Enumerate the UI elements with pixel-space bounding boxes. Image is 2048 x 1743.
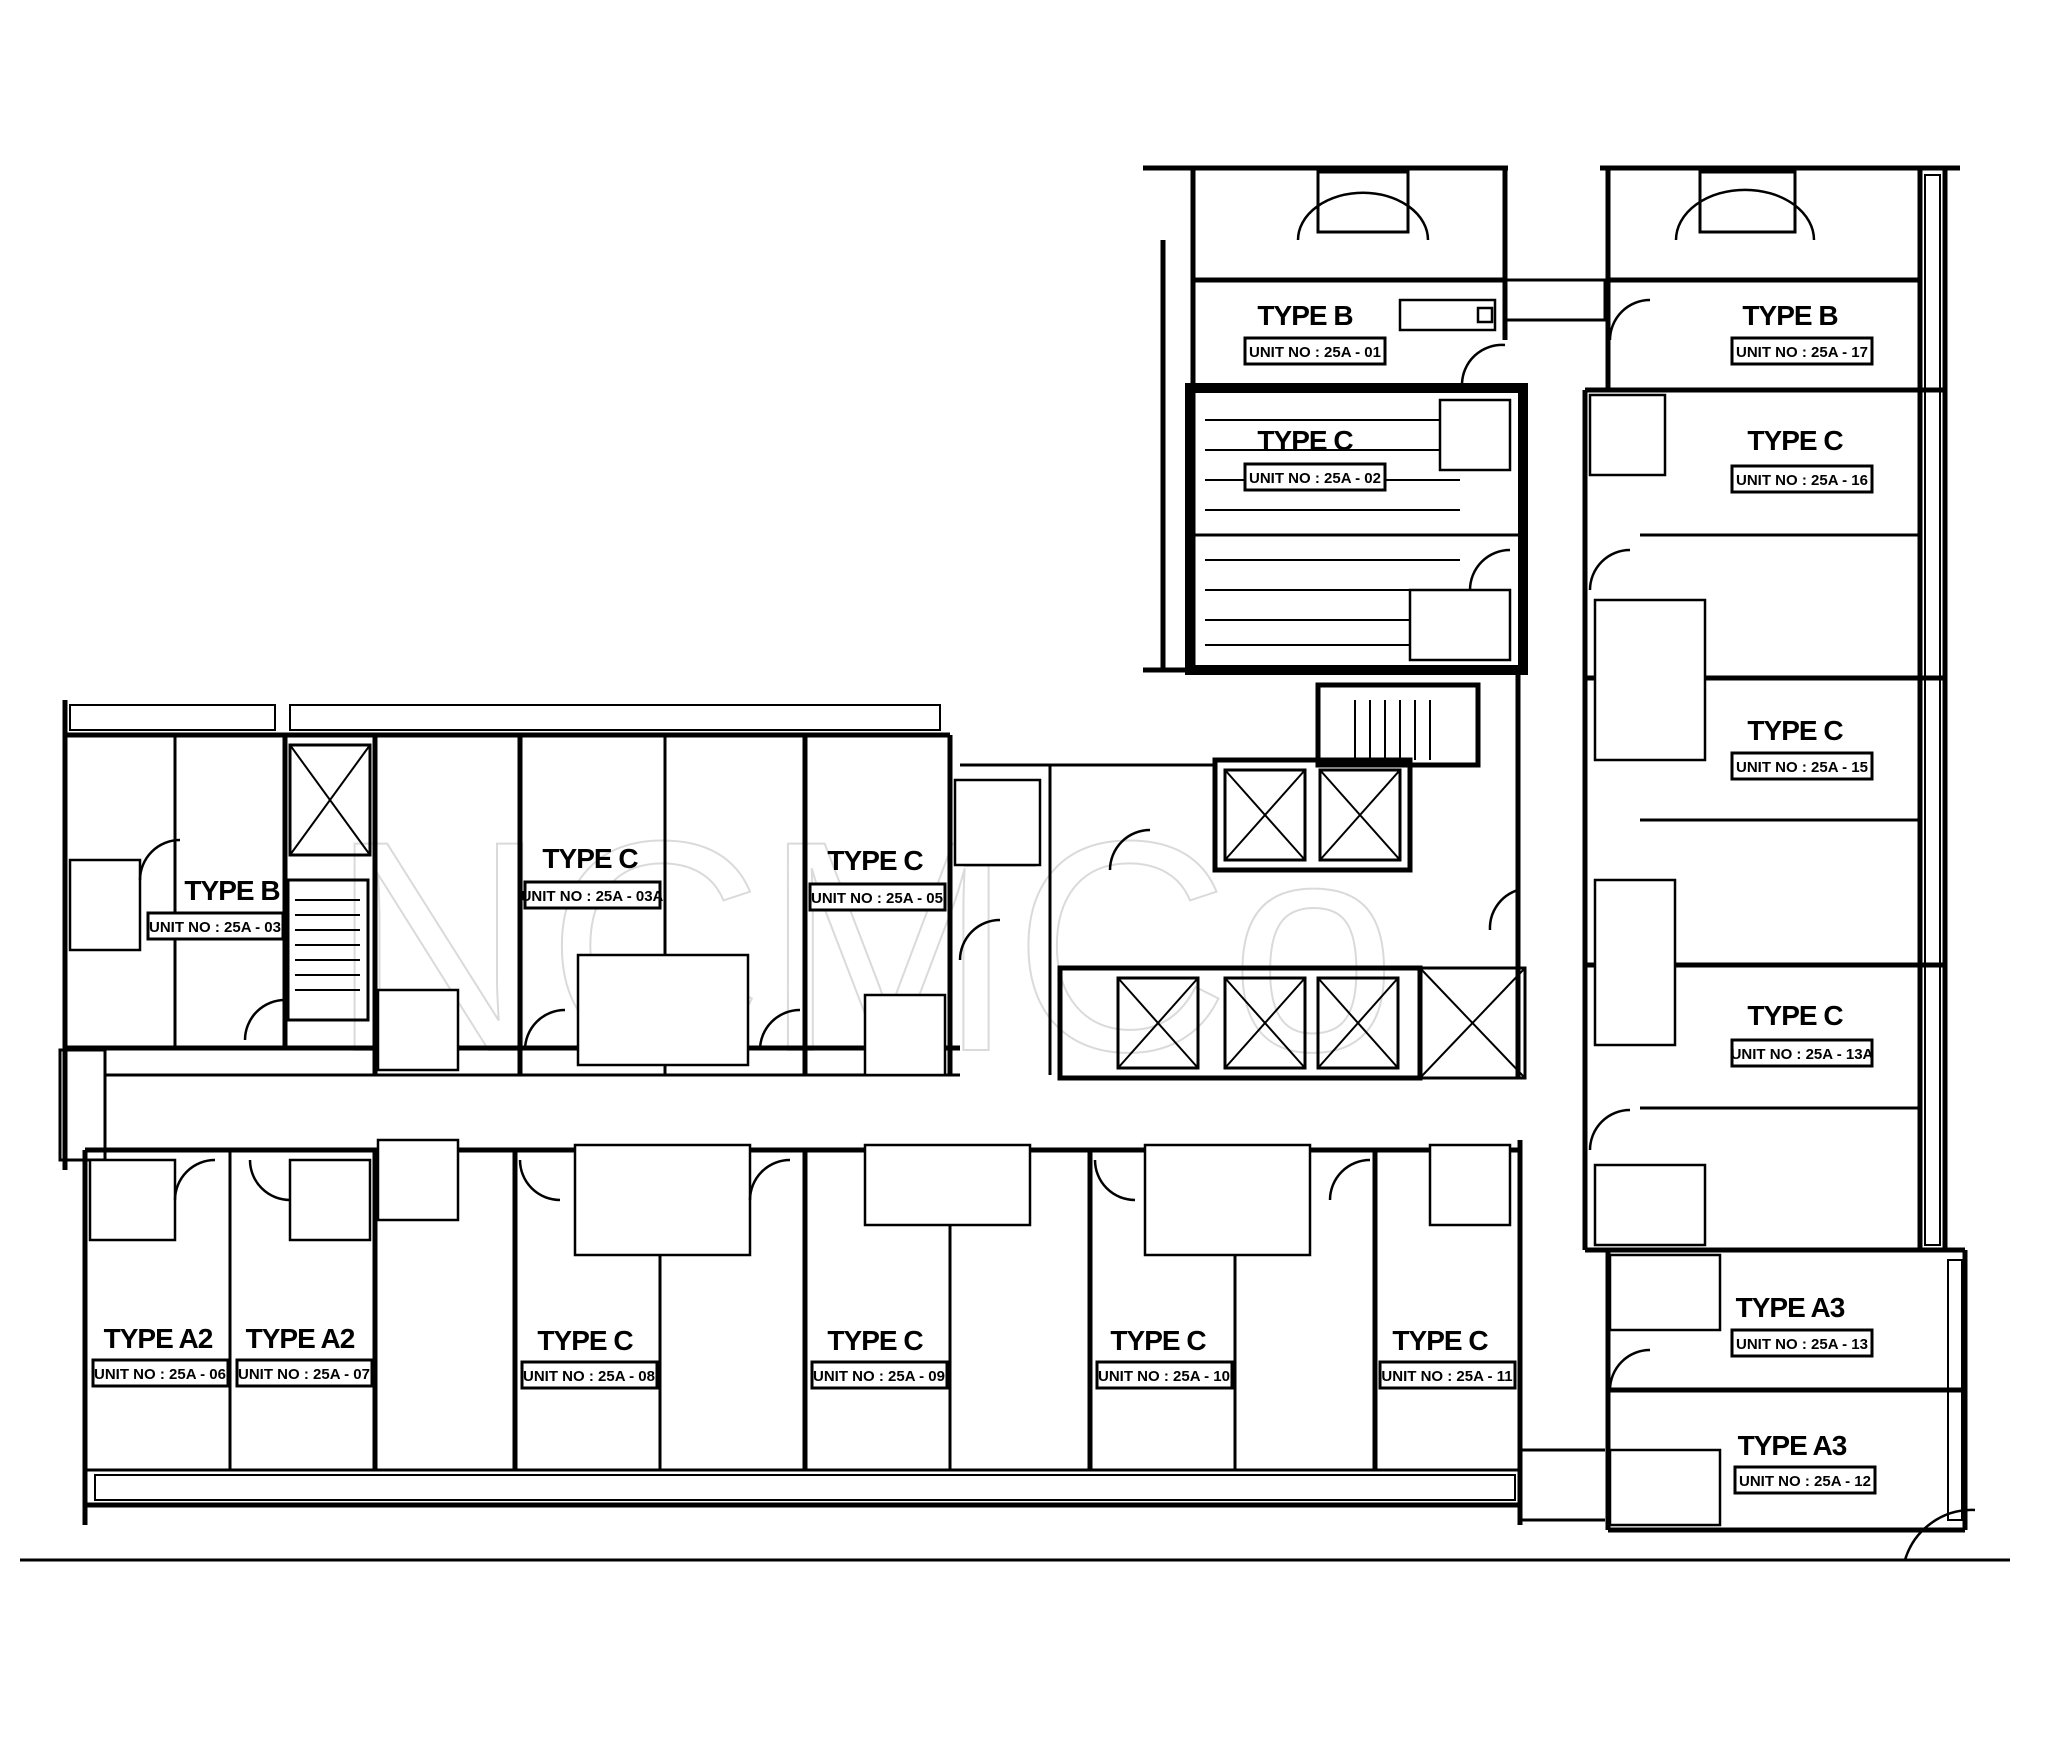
unit-u6[interactable]: TYPE C UNIT NO : 25A - 13A [1730, 1000, 1874, 1068]
svg-text:TYPE C: TYPE C [1257, 425, 1353, 456]
unit-u17[interactable]: TYPE C UNIT NO : 25A - 11 [1378, 1325, 1517, 1390]
unit-labels: TYPE B UNIT NO : 25A - 01 TYPE B UNIT NO… [91, 300, 1877, 1495]
svg-text:UNIT NO : 25A - 03A: UNIT NO : 25A - 03A [521, 888, 664, 905]
unit-u8[interactable]: TYPE C UNIT NO : 25A - 03A [521, 843, 664, 910]
svg-text:UNIT NO : 25A - 15: UNIT NO : 25A - 15 [1736, 759, 1868, 776]
unit-u9[interactable]: TYPE C UNIT NO : 25A - 05 [808, 845, 947, 912]
svg-text:TYPE A3: TYPE A3 [1738, 1430, 1847, 1461]
svg-text:UNIT NO : 25A - 01: UNIT NO : 25A - 01 [1249, 344, 1381, 361]
stair-icon [1354, 700, 1431, 760]
svg-text:TYPE C: TYPE C [542, 843, 638, 874]
svg-text:UNIT NO : 25A - 10: UNIT NO : 25A - 10 [1098, 1368, 1230, 1385]
svg-text:UNIT NO : 25A - 13: UNIT NO : 25A - 13 [1736, 1336, 1868, 1353]
svg-text:TYPE C: TYPE C [827, 845, 923, 876]
svg-text:UNIT NO : 25A - 06: UNIT NO : 25A - 06 [94, 1366, 226, 1383]
svg-text:TYPE A2: TYPE A2 [246, 1323, 355, 1354]
svg-text:TYPE A2: TYPE A2 [104, 1323, 213, 1354]
unit-u5[interactable]: TYPE C UNIT NO : 25A - 15 [1730, 715, 1874, 781]
unit-highlight-25a-02[interactable] [1185, 383, 1528, 675]
unit-u15[interactable]: TYPE C UNIT NO : 25A - 09 [810, 1325, 949, 1390]
svg-text:UNIT NO : 25A - 08: UNIT NO : 25A - 08 [523, 1368, 655, 1385]
unit-u7[interactable]: TYPE B UNIT NO : 25A - 03 [146, 875, 285, 941]
svg-text:UNIT NO : 25A - 05: UNIT NO : 25A - 05 [811, 890, 943, 907]
svg-text:TYPE C: TYPE C [1392, 1325, 1488, 1356]
unit-u10[interactable]: TYPE A3 UNIT NO : 25A - 13 [1730, 1292, 1874, 1358]
north-wing-right [1503, 165, 1960, 1250]
svg-text:TYPE B: TYPE B [1742, 300, 1837, 331]
unit-u12[interactable]: TYPE A2 UNIT NO : 25A - 06 [91, 1323, 230, 1388]
svg-text:UNIT NO : 25A - 02: UNIT NO : 25A - 02 [1249, 470, 1381, 487]
south-wing [20, 1138, 2010, 1562]
unit-u2[interactable]: TYPE B UNIT NO : 25A - 17 [1730, 300, 1874, 366]
svg-text:UNIT NO : 25A - 16: UNIT NO : 25A - 16 [1736, 472, 1868, 489]
west-wing-north [62, 700, 1042, 1170]
svg-text:TYPE C: TYPE C [1110, 1325, 1206, 1356]
svg-text:UNIT NO : 25A - 03: UNIT NO : 25A - 03 [149, 919, 281, 936]
svg-text:TYPE B: TYPE B [184, 875, 279, 906]
svg-text:UNIT NO : 25A - 13A: UNIT NO : 25A - 13A [1731, 1046, 1874, 1063]
svg-text:UNIT NO : 25A - 12: UNIT NO : 25A - 12 [1739, 1473, 1871, 1490]
unit-u14[interactable]: TYPE C UNIT NO : 25A - 08 [520, 1325, 659, 1390]
east-wing [1582, 174, 1968, 1533]
unit-u11[interactable]: TYPE A3 UNIT NO : 25A - 12 [1733, 1430, 1877, 1495]
svg-text:UNIT NO : 25A - 11: UNIT NO : 25A - 11 [1381, 1368, 1512, 1385]
svg-text:TYPE C: TYPE C [1747, 715, 1843, 746]
unit-u13[interactable]: TYPE A2 UNIT NO : 25A - 07 [235, 1323, 374, 1388]
unit-u3[interactable]: TYPE C UNIT NO : 25A - 02 [1243, 425, 1387, 492]
unit-u1[interactable]: TYPE B UNIT NO : 25A - 01 [1243, 300, 1387, 366]
svg-text:TYPE C: TYPE C [1747, 1000, 1843, 1031]
svg-text:TYPE C: TYPE C [1747, 425, 1843, 456]
svg-text:TYPE C: TYPE C [827, 1325, 923, 1356]
unit-u4[interactable]: TYPE C UNIT NO : 25A - 16 [1730, 425, 1874, 494]
unit-u16[interactable]: TYPE C UNIT NO : 25A - 10 [1095, 1325, 1234, 1390]
watermark: NCMCo [330, 778, 1397, 1114]
svg-text:TYPE A3: TYPE A3 [1736, 1292, 1845, 1323]
svg-text:UNIT NO : 25A - 17: UNIT NO : 25A - 17 [1736, 344, 1868, 361]
svg-text:TYPE B: TYPE B [1257, 300, 1352, 331]
svg-text:UNIT NO : 25A - 07: UNIT NO : 25A - 07 [238, 1366, 370, 1383]
svg-text:UNIT NO : 25A - 09: UNIT NO : 25A - 09 [813, 1368, 945, 1385]
svg-text:TYPE C: TYPE C [537, 1325, 633, 1356]
